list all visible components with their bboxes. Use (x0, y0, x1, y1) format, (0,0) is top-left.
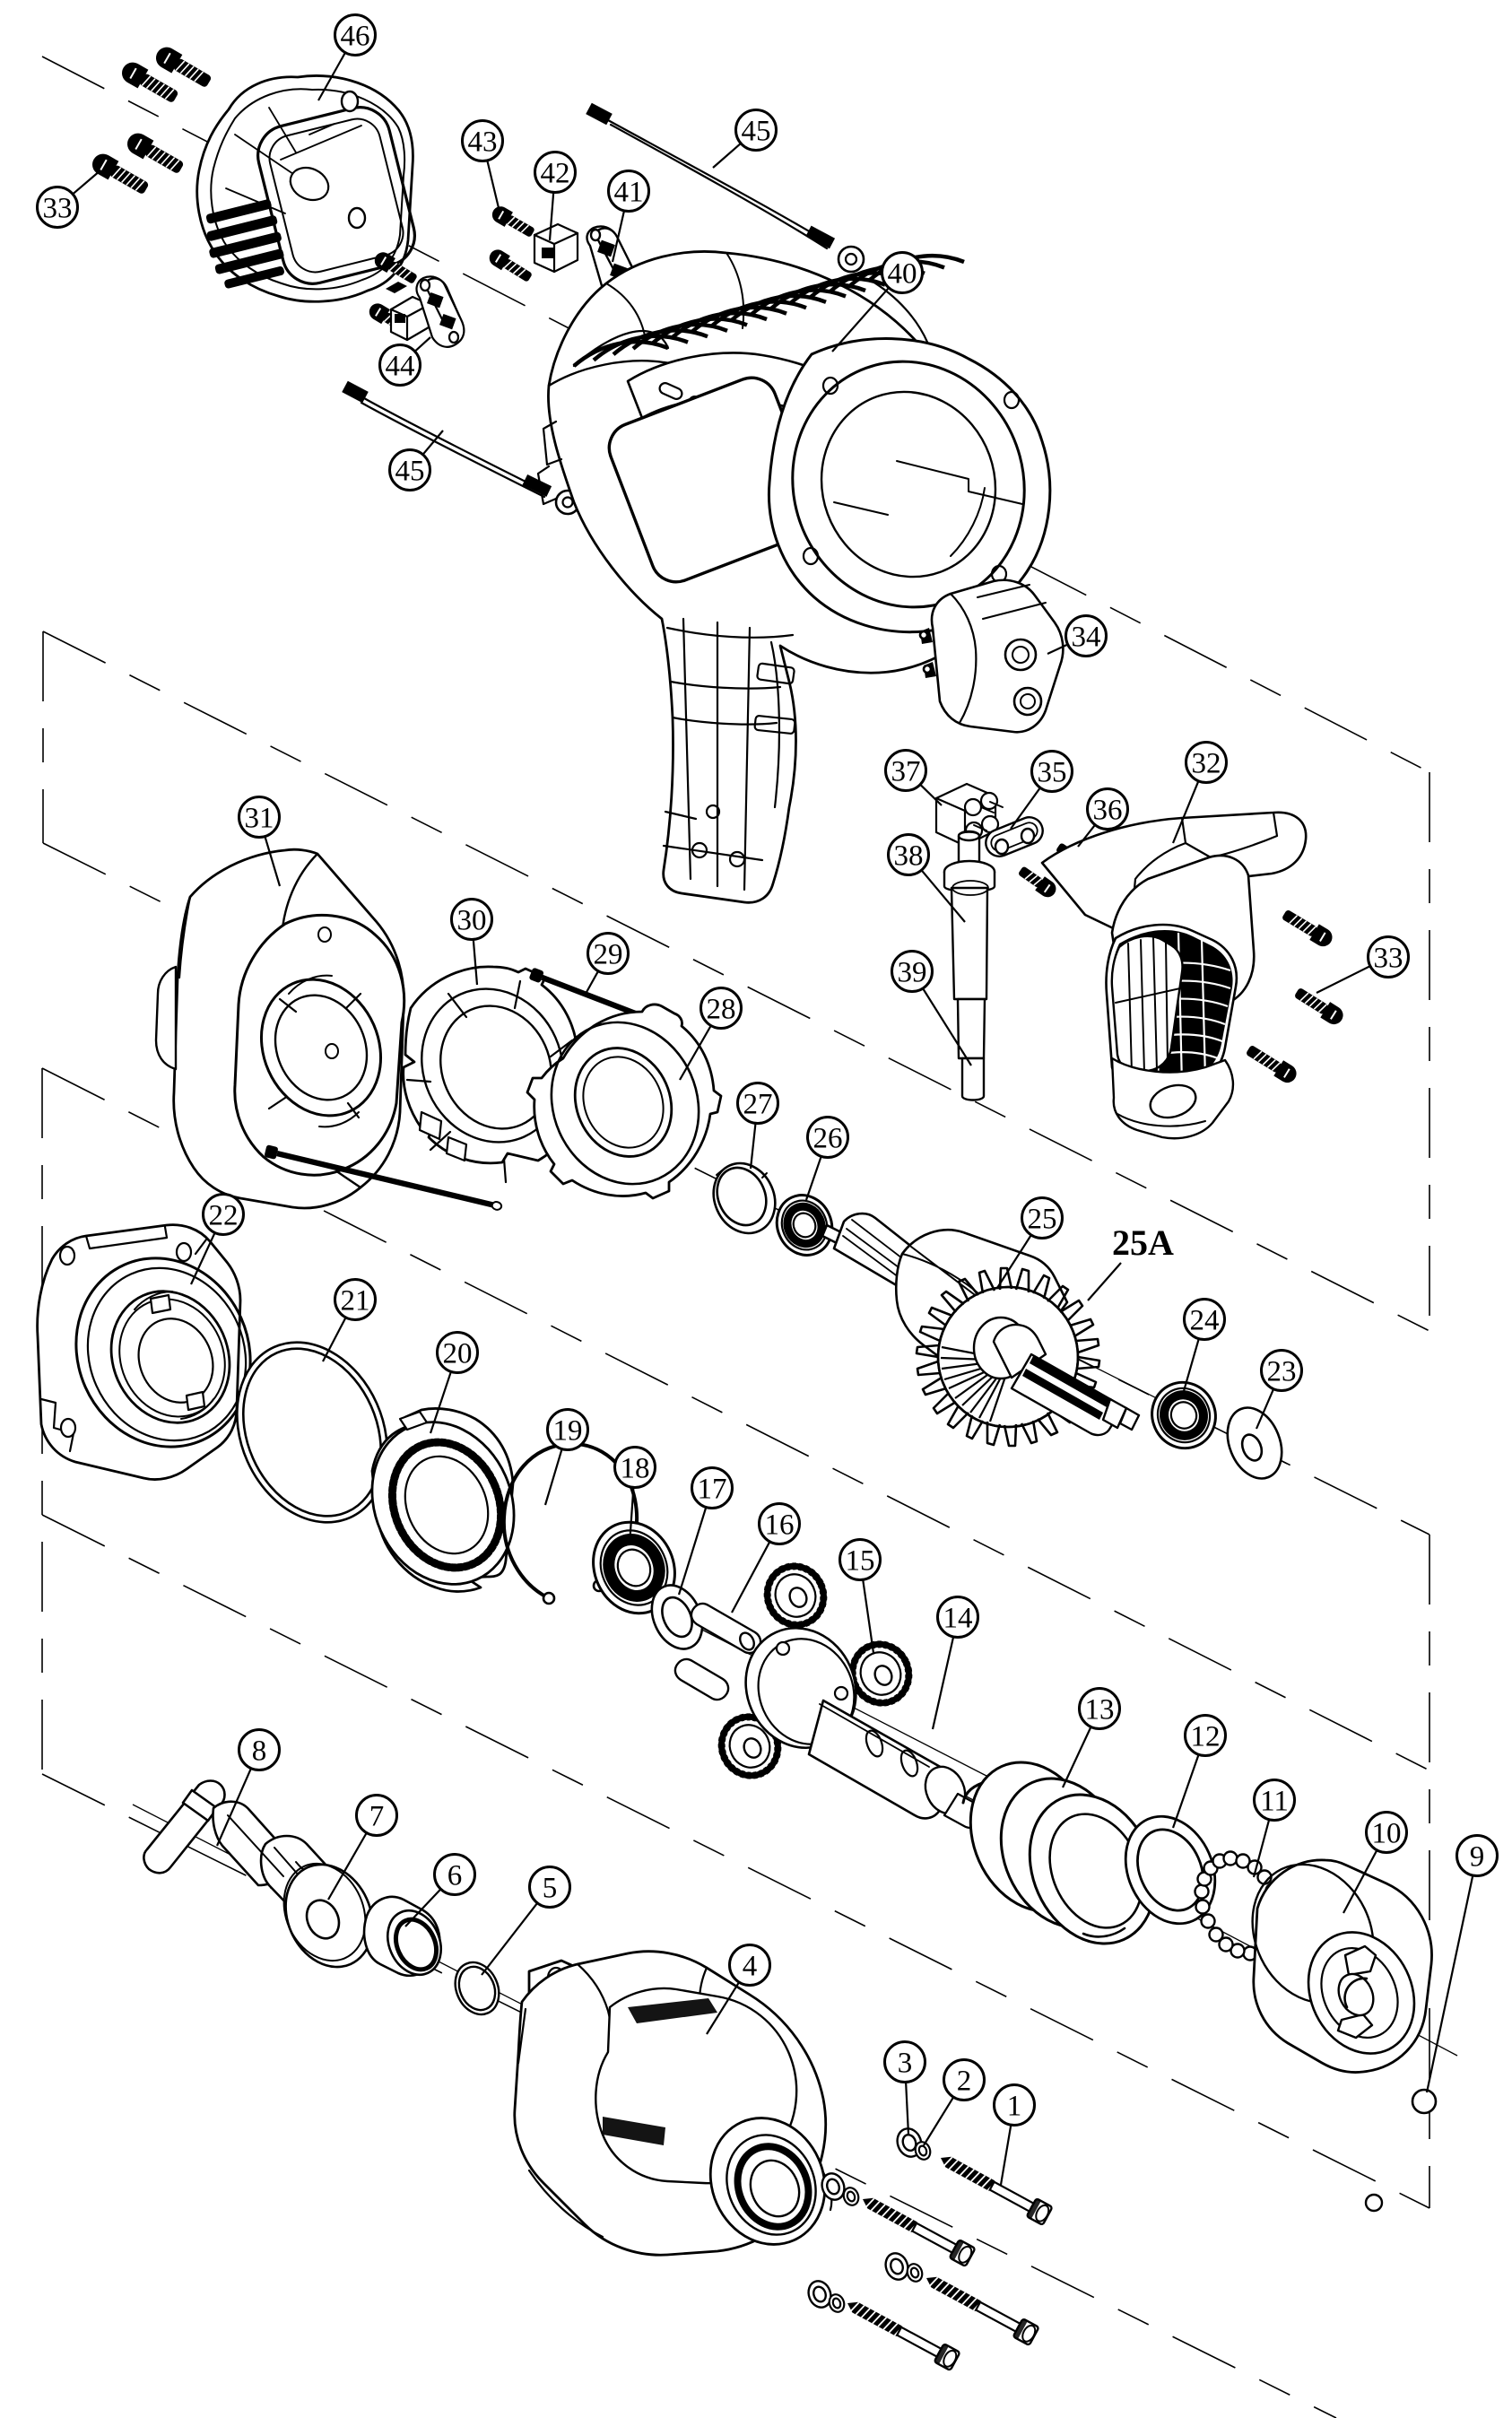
svg-text:35: 35 (1038, 757, 1067, 789)
svg-text:22: 22 (209, 1200, 239, 1232)
svg-text:30: 30 (457, 905, 487, 937)
svg-text:15: 15 (846, 1545, 875, 1578)
svg-text:45: 45 (395, 456, 425, 488)
svg-text:6: 6 (448, 1860, 463, 1892)
svg-text:31: 31 (245, 803, 274, 835)
svg-text:18: 18 (621, 1453, 650, 1485)
svg-text:42: 42 (541, 158, 570, 190)
svg-text:14: 14 (943, 1603, 973, 1635)
svg-text:41: 41 (614, 177, 644, 209)
svg-text:2: 2 (957, 2066, 972, 2098)
svg-text:7: 7 (369, 1801, 385, 1833)
svg-text:25: 25 (1028, 1204, 1057, 1236)
svg-text:1: 1 (1007, 2091, 1022, 2123)
svg-text:25A: 25A (1112, 1222, 1174, 1263)
svg-text:12: 12 (1191, 1721, 1221, 1753)
svg-text:17: 17 (698, 1474, 727, 1506)
svg-text:13: 13 (1085, 1694, 1115, 1727)
svg-text:9: 9 (1470, 1841, 1485, 1874)
svg-text:27: 27 (743, 1089, 773, 1121)
svg-text:19: 19 (553, 1415, 583, 1448)
svg-text:36: 36 (1093, 795, 1123, 827)
svg-text:3: 3 (898, 2048, 913, 2080)
svg-text:4: 4 (743, 1951, 758, 1983)
svg-text:29: 29 (594, 939, 623, 971)
svg-text:44: 44 (386, 351, 415, 383)
svg-text:8: 8 (252, 1735, 267, 1768)
svg-text:37: 37 (891, 756, 921, 788)
svg-text:5: 5 (543, 1873, 558, 1905)
svg-text:38: 38 (894, 840, 924, 873)
svg-text:40: 40 (888, 258, 917, 291)
svg-text:10: 10 (1372, 1818, 1402, 1850)
svg-text:26: 26 (813, 1123, 843, 1155)
svg-text:24: 24 (1190, 1305, 1220, 1337)
svg-text:23: 23 (1267, 1356, 1297, 1388)
svg-text:20: 20 (443, 1338, 473, 1370)
svg-text:11: 11 (1260, 1786, 1289, 1818)
svg-text:33: 33 (1374, 943, 1403, 975)
svg-text:32: 32 (1192, 748, 1221, 780)
svg-text:45: 45 (742, 116, 771, 148)
svg-text:33: 33 (43, 193, 73, 225)
svg-text:16: 16 (765, 1509, 795, 1542)
svg-text:34: 34 (1072, 622, 1101, 654)
svg-text:46: 46 (341, 21, 370, 53)
svg-text:21: 21 (341, 1285, 370, 1318)
svg-text:39: 39 (898, 957, 927, 989)
svg-text:43: 43 (468, 126, 498, 159)
svg-text:28: 28 (707, 994, 736, 1026)
